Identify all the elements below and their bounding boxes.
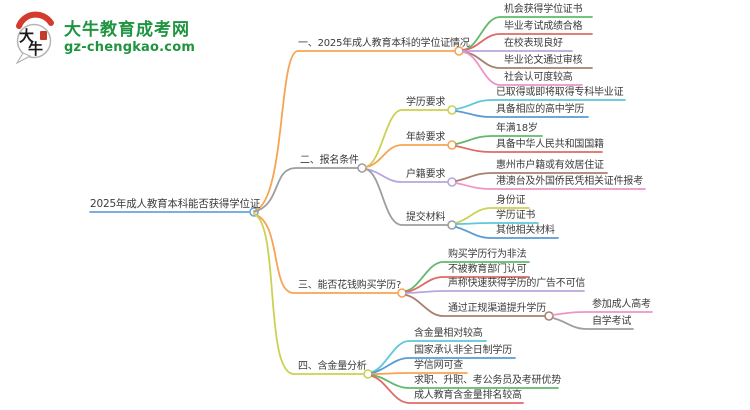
connector-line xyxy=(253,213,399,294)
node-branches-1-children-2[interactable]: 户籍要求 xyxy=(406,169,446,180)
collapse-handle[interactable] xyxy=(447,105,457,115)
logo-seal xyxy=(40,31,47,40)
node-branches-1-children-1[interactable]: 年龄要求 xyxy=(406,132,446,143)
node-branches-3-children-4[interactable]: 成人教育含金量排名较高 xyxy=(414,390,522,401)
connector-line xyxy=(462,33,593,51)
node-branches-1-children-3-children-0[interactable]: 身份证 xyxy=(496,195,526,206)
node-branches-2-children-3[interactable]: 通过正规渠道提升学历 xyxy=(448,303,546,314)
logo-char-bottom: 牛 xyxy=(28,40,43,58)
connector-line xyxy=(253,213,365,375)
node-branches-2-children-0[interactable]: 购买学历行为非法 xyxy=(448,249,527,260)
connector-line xyxy=(405,261,530,292)
node-branches-2-children-3-children-1[interactable]: 自学考试 xyxy=(592,316,632,327)
connector-line xyxy=(253,50,456,212)
node-branches-3[interactable]: 四、含金量分析 xyxy=(298,361,367,372)
connector-line xyxy=(455,110,589,118)
node-branches-0[interactable]: 一、2025年成人教育本科的学位证情况 xyxy=(298,38,470,49)
node-branches-0-children-3[interactable]: 毕业论文通过审核 xyxy=(504,55,583,66)
node-branches-1-children-3-children-1[interactable]: 学历证书 xyxy=(496,210,536,221)
logo-bull-icon: 大 牛 xyxy=(15,11,54,64)
connector-line xyxy=(371,357,516,374)
node-branches-0-children-0[interactable]: 机会获得学位证书 xyxy=(504,4,583,15)
node-branches-0-children-2[interactable]: 在校表现良好 xyxy=(504,38,563,49)
connector-line xyxy=(405,294,546,317)
connector-line xyxy=(365,168,449,183)
collapse-handle[interactable] xyxy=(447,177,457,187)
logo-char-top: 大 xyxy=(19,27,34,45)
node-branches-3-children-1[interactable]: 国家承认非全日制学历 xyxy=(414,345,512,356)
connector-line xyxy=(455,222,539,225)
connector-line xyxy=(455,182,646,190)
connector-line xyxy=(455,135,543,145)
connector-line xyxy=(371,372,468,375)
connector-line xyxy=(462,51,583,86)
connector-line xyxy=(365,109,449,168)
node-branches-1-children-2-children-0[interactable]: 惠州市户籍或有效居住证 xyxy=(496,160,604,171)
connector-line xyxy=(253,167,359,213)
connector-line xyxy=(371,374,559,389)
connector-line xyxy=(365,168,449,226)
logo-red-arc xyxy=(16,11,54,29)
connector-line xyxy=(371,375,524,404)
connector-line xyxy=(552,311,653,316)
node-branches-3-children-2[interactable]: 学信网可查 xyxy=(414,360,463,371)
node-branches-1-children-0-children-1[interactable]: 具备相应的高中学历 xyxy=(496,104,585,115)
collapse-handle[interactable] xyxy=(357,163,367,173)
node-branches-3-children-3[interactable]: 求职、升职、考公务员及考研优势 xyxy=(414,375,561,386)
connector-line xyxy=(455,145,603,153)
connector-line xyxy=(371,340,487,373)
collapse-handle[interactable] xyxy=(544,311,554,321)
node-branches-2-children-2[interactable]: 声称快速获得学历的广告不可信 xyxy=(448,278,586,289)
node-root[interactable]: 2025年成人教育本科能否获得学位证 xyxy=(90,198,261,210)
connector-line xyxy=(365,144,449,168)
node-branches-2-children-1[interactable]: 不被教育部门认可 xyxy=(448,264,527,275)
connector-line xyxy=(455,226,559,239)
connector-line xyxy=(552,317,634,330)
collapse-handle[interactable] xyxy=(447,220,457,230)
node-branches-1-children-0-children-0[interactable]: 已取得或即将取得专科毕业证 xyxy=(496,87,624,98)
connector-line xyxy=(455,207,530,224)
node-branches-1-children-1-children-0[interactable]: 年满18岁 xyxy=(496,123,538,134)
node-branches-1-children-3-children-2[interactable]: 其他相关材料 xyxy=(496,225,555,236)
node-branches-2[interactable]: 三、能否花钱购买学历? xyxy=(298,280,402,291)
logo-domain: gz-chengkao.com xyxy=(64,39,196,55)
node-branches-0-children-1[interactable]: 毕业考试成绩合格 xyxy=(504,21,583,32)
node-branches-0-children-4[interactable]: 社会认可度较高 xyxy=(504,72,573,83)
node-branches-1[interactable]: 二、报名条件 xyxy=(300,155,359,166)
logo-bubble-tail xyxy=(15,52,32,64)
node-branches-2-children-3-children-0[interactable]: 参加成人高考 xyxy=(592,299,651,310)
site-logo: 大 牛 大牛教育成考网 gz-chengkao.com xyxy=(10,10,195,64)
node-branches-1-children-3[interactable]: 提交材料 xyxy=(406,212,446,223)
node-branches-1-children-0[interactable]: 学历要求 xyxy=(406,97,446,108)
connector-line xyxy=(405,276,530,293)
connector-line xyxy=(455,172,608,182)
logo-text: 大牛教育成考网 gz-chengkao.com xyxy=(64,20,195,55)
connector-line xyxy=(455,99,626,110)
node-branches-1-children-1-children-1[interactable]: 具备中华人民共和国国籍 xyxy=(496,139,604,150)
node-branches-1-children-2-children-1[interactable]: 港澳台及外国侨民凭相关证件报考 xyxy=(496,176,643,187)
collapse-handle[interactable] xyxy=(447,140,457,150)
connector-line xyxy=(405,290,585,294)
logo-title: 大牛教育成考网 xyxy=(64,19,190,40)
node-branches-3-children-0[interactable]: 含金量相对较高 xyxy=(414,328,483,339)
